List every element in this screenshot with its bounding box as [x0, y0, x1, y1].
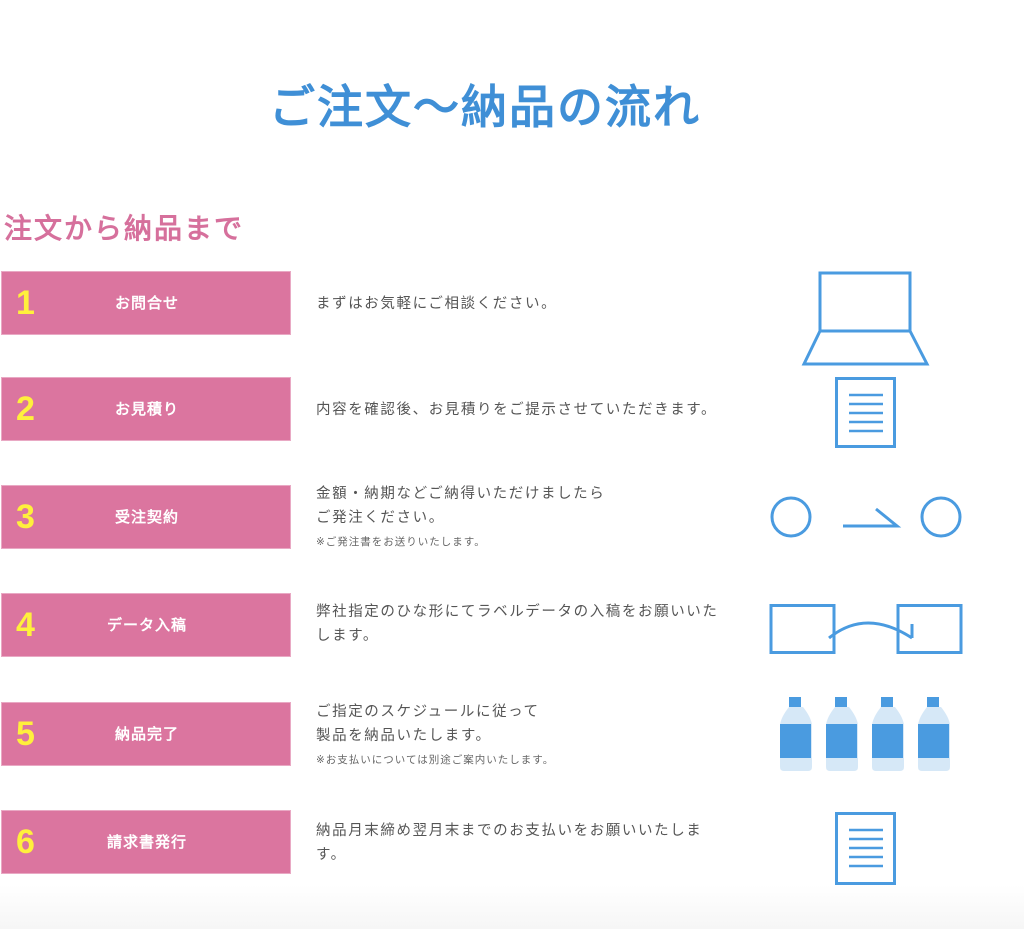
step-number: 2 — [16, 390, 35, 428]
step-number: 4 — [16, 606, 35, 644]
step-label: 納品完了 — [114, 725, 179, 743]
step-description-line: ご指定のスケジュールに従って — [316, 704, 540, 720]
step-description-line: す。 — [316, 847, 347, 863]
step-3: 3 受注契約 金額・納期などご納得いただけましたら ご発注ください。 ※ご発注書… — [0, 486, 1024, 586]
step-description-line: します。 — [316, 628, 379, 644]
step-description: まずはお気軽にご相談ください。 — [316, 292, 756, 316]
bottles-icon — [780, 697, 952, 773]
section-title: 注文から納品まで — [4, 212, 245, 246]
step-number: 1 — [16, 284, 35, 322]
step-label: データ入稿 — [106, 616, 187, 634]
step-bar: 5 納品完了 — [2, 703, 290, 765]
step-description-line: 納品月末締め翌月末までのお支払いをお願いいたしま — [316, 823, 703, 839]
order-exchange-icon — [766, 494, 966, 542]
step-bar: 1 お問合せ — [2, 272, 290, 334]
step-number: 3 — [16, 498, 35, 536]
step-label: お問合せ — [114, 294, 179, 312]
document-icon — [834, 376, 898, 450]
step-label: お見積り — [114, 400, 179, 418]
step-number: 6 — [16, 823, 35, 861]
step-description: 内容を確認後、お見積りをご提示させていただきます。 — [316, 398, 756, 422]
step-1: 1 お問合せ まずはお気軽にご相談ください。 — [0, 272, 1024, 372]
step-description: 納品月末締め翌月末までのお支払いをお願いいたしま す。 — [316, 819, 756, 867]
step-description-line: 弊社指定のひな形にてラベルデータの入稿をお願いいた — [316, 604, 719, 620]
step-bar: 2 お見積り — [2, 378, 290, 440]
step-note: ※ご発注書をお送りいたします。 — [316, 536, 486, 548]
bottle-icon — [780, 697, 812, 771]
page-title: ご注文〜納品の流れ — [269, 79, 701, 134]
step-description-line: 内容を確認後、お見積りをご提示させていただきます。 — [316, 402, 718, 418]
step-note: ※お支払いについては別途ご案内いたします。 — [316, 754, 555, 766]
step-label: 受注契約 — [114, 508, 179, 526]
data-transfer-icon — [766, 602, 966, 658]
step-number: 5 — [16, 715, 35, 753]
step-description: 金額・納期などご納得いただけましたら ご発注ください。 ※ご発注書をお送りいたし… — [316, 482, 756, 552]
step-description-line: 製品を納品いたします。 — [316, 728, 492, 744]
step-bar: 3 受注契約 — [2, 486, 290, 548]
step-5: 5 納品完了 ご指定のスケジュールに従って 製品を納品いたします。 ※お支払いに… — [0, 703, 1024, 803]
step-description-line: まずはお気軽にご相談ください。 — [316, 296, 558, 312]
step-bar: 4 データ入稿 — [2, 594, 290, 656]
invoice-document-icon — [834, 811, 898, 887]
step-4: 4 データ入稿 弊社指定のひな形にてラベルデータの入稿をお願いいた します。 — [0, 594, 1024, 694]
step-label: 請求書発行 — [106, 833, 187, 851]
step-2: 2 お見積り 内容を確認後、お見積りをご提示させていただきます。 — [0, 378, 1024, 478]
step-description-line: ご発注ください。 — [316, 510, 445, 526]
step-description: ご指定のスケジュールに従って 製品を納品いたします。 ※お支払いについては別途ご… — [316, 700, 756, 770]
step-description: 弊社指定のひな形にてラベルデータの入稿をお願いいた します。 — [316, 600, 756, 648]
step-bar: 6 請求書発行 — [2, 811, 290, 873]
step-description-line: 金額・納期などご納得いただけましたら — [316, 486, 606, 502]
laptop-icon — [800, 268, 932, 368]
step-6: 6 請求書発行 納品月末締め翌月末までのお支払いをお願いいたしま す。 — [0, 811, 1024, 911]
